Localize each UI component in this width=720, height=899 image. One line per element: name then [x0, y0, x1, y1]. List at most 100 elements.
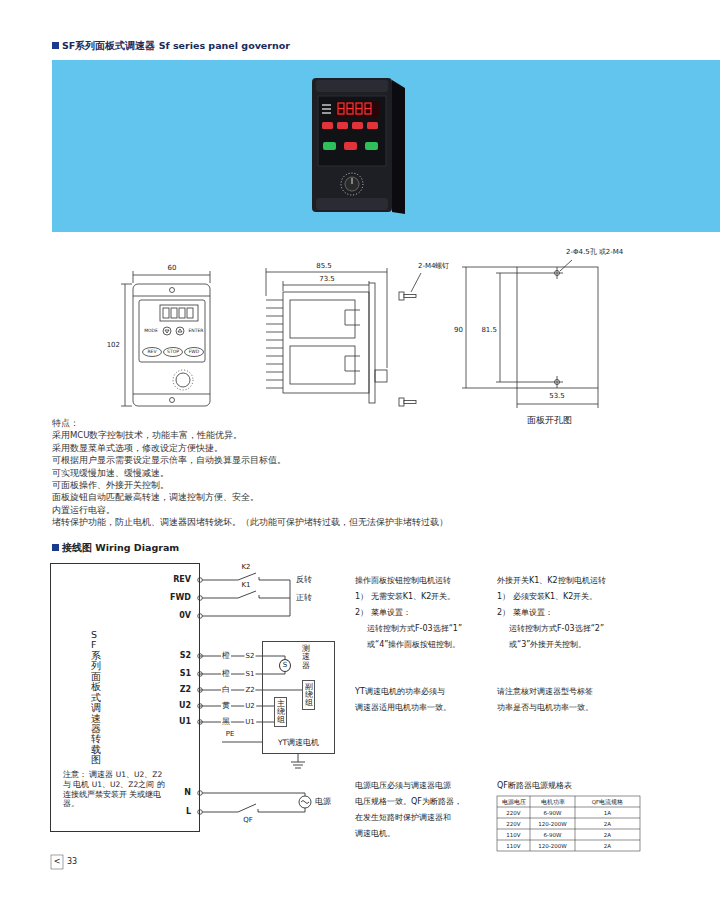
- note-line: 调速器适用电机功率一致。: [355, 703, 451, 712]
- table-cell: 6-90W: [544, 809, 562, 815]
- side-view-drawing: [266, 348, 283, 349]
- front-view-drawing: [125, 284, 126, 406]
- side-view-drawing: [283, 285, 369, 286]
- side-view-drawing: [345, 310, 360, 325]
- wiring-lines: [200, 616, 290, 617]
- note-line: 在发生短路时保护调速器和: [355, 813, 451, 822]
- front-view-drawing: [176, 373, 190, 387]
- wiring-lines: [200, 812, 238, 813]
- feature-line: 面板旋钮自动匹配最高转速，调速控制方便、安全。: [52, 494, 259, 504]
- terminal-name: Z2: [180, 685, 191, 694]
- note-line: 运转控制方式F-03选择“1”: [367, 624, 462, 633]
- front-view-drawing: [165, 330, 169, 333]
- wire-color-label: 橙: [221, 652, 231, 661]
- product-photo: [352, 122, 363, 129]
- terminal-name: FWD: [170, 593, 191, 602]
- terminal-name: N: [184, 788, 191, 797]
- terminal-name: S2: [180, 651, 191, 660]
- side-view-drawing: [283, 292, 369, 393]
- terminal-name: U1: [179, 717, 191, 726]
- side-view-drawing: [369, 281, 370, 283]
- spec-table-grid: [497, 818, 640, 819]
- wiring-lines: [291, 762, 305, 763]
- tach-symbol: S: [283, 661, 287, 669]
- table-header: 电机功率: [541, 798, 565, 804]
- panel-cutout-drawing: [517, 404, 598, 405]
- product-photo: [312, 78, 392, 212]
- front-view-drawing: [185, 348, 204, 357]
- spec-table-grid: [497, 829, 640, 830]
- part-name: 测速器: [302, 645, 310, 670]
- front-view-drawing: [176, 327, 184, 335]
- winding-box: 主绕组: [274, 697, 287, 727]
- product-photo: [347, 108, 353, 109]
- photo-band: [52, 60, 720, 232]
- table-cell: 2A: [604, 842, 611, 848]
- panel-cutout-drawing: [555, 271, 560, 276]
- note-line: 电压规格一致。QF为断路器，: [355, 797, 462, 806]
- product-photo: [322, 112, 331, 114]
- table-header: QF电流规格: [592, 798, 624, 804]
- note-line: 2） 菜单设置：: [355, 608, 411, 617]
- front-view-drawing: [133, 271, 134, 283]
- panel-cutout-drawing: [462, 260, 598, 408]
- note-line: 电源电压必须与调速器电源: [355, 781, 451, 790]
- dimension: 53.5: [549, 392, 565, 400]
- motor-lead-name: Z2: [244, 686, 255, 694]
- front-view-drawing: [121, 271, 210, 406]
- spec-table-grid: [497, 796, 640, 851]
- product-photo: [345, 177, 359, 191]
- panel-cutout-drawing: [560, 260, 572, 271]
- table-cell: 220V: [506, 820, 520, 826]
- terminal-name: 0V: [179, 611, 191, 620]
- terminal-name: L: [186, 807, 191, 816]
- panel-cutout-drawing: [500, 273, 501, 382]
- wire-color-label: 白: [221, 686, 231, 695]
- front-view-drawing: [133, 296, 210, 297]
- feature-line: 可面板操作、外接开关控制。: [52, 481, 169, 491]
- note-line: 1） 无需安装K1、K2开关。: [355, 592, 455, 601]
- feature-line: 可实现缓慢加速、缓慢减速。: [52, 469, 169, 479]
- front-view-drawing: [133, 394, 210, 395]
- front-view-drawing: [163, 327, 171, 335]
- screw-drawing: [404, 295, 416, 298]
- panel-cutout-drawing: [555, 380, 560, 385]
- terminal-dots: [198, 810, 203, 815]
- side-view-drawing: [266, 388, 283, 389]
- wiring-lines: [293, 765, 303, 766]
- product-photo: [335, 101, 379, 117]
- side-view-drawing: [266, 268, 387, 403]
- side-view-drawing: [266, 324, 283, 325]
- table-cell: 110V: [506, 842, 520, 848]
- front-view-drawing: [143, 348, 162, 357]
- product-photo: [367, 122, 378, 129]
- panel-cutout-drawing: [557, 267, 558, 279]
- panel-cutout-drawing: [557, 376, 558, 388]
- front-view-drawing: [187, 308, 193, 318]
- wiring-lines: [238, 573, 256, 580]
- front-view-drawing: [173, 370, 193, 390]
- photo-band: [52, 60, 720, 232]
- panel-cutout-drawing: [517, 388, 518, 408]
- side-view-drawing: [345, 356, 360, 371]
- note-line: 外接开关K1、K2控制电机运转: [497, 576, 606, 585]
- side-view-drawing: [283, 281, 284, 291]
- dimension: 90: [454, 326, 463, 334]
- motor-lead-name: U2: [244, 702, 256, 710]
- spec-table-grid: [497, 796, 640, 851]
- table-cell: 1A: [604, 809, 611, 815]
- front-view-drawing: [133, 284, 210, 406]
- dimension: 102: [107, 341, 120, 349]
- side-view-drawing: [369, 283, 375, 403]
- spec-table-grid: [497, 840, 640, 841]
- terminal-dots: [198, 791, 203, 796]
- product-photo: [341, 173, 363, 195]
- product-photo: [322, 122, 333, 129]
- panel-cutout-drawing: [466, 267, 467, 388]
- table-cell: 220V: [506, 809, 520, 815]
- vertical-title: SF系列面板式调速器转载图: [91, 630, 101, 766]
- product-photo: [356, 103, 362, 114]
- screw-drawing: [399, 273, 421, 406]
- tach-circle: S: [279, 659, 291, 672]
- note-line: 运转控制方式F-03选择“2”: [509, 624, 604, 633]
